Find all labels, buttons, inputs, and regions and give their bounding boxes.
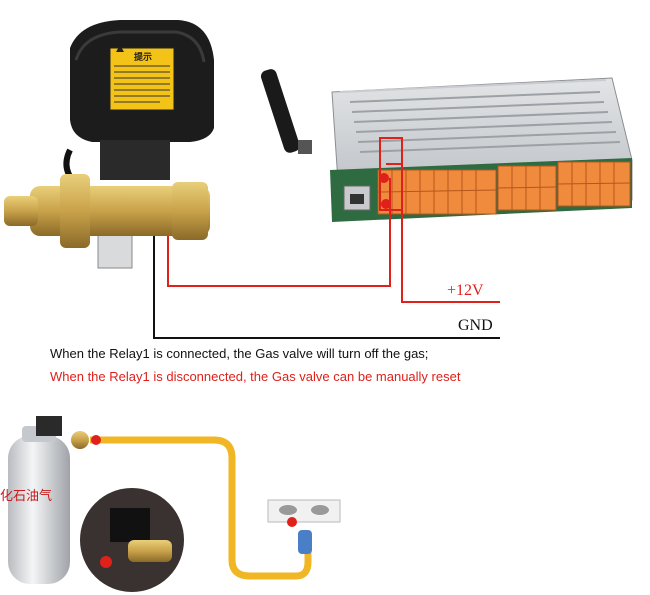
- tank-label: 化石油气: [0, 488, 52, 504]
- caption-disconnected: When the Relay1 is disconnected, the Gas…: [50, 369, 461, 384]
- relay-controller: [260, 69, 633, 222]
- gas-valve: [4, 20, 214, 269]
- gas-installation: [8, 416, 341, 595]
- caption-connected: When the Relay1 is connected, the Gas va…: [50, 346, 429, 361]
- warning-title: 提示: [134, 51, 152, 63]
- power-12v-label: +12V: [447, 282, 484, 299]
- wires: [153, 137, 500, 339]
- ground-label: GND: [458, 317, 493, 334]
